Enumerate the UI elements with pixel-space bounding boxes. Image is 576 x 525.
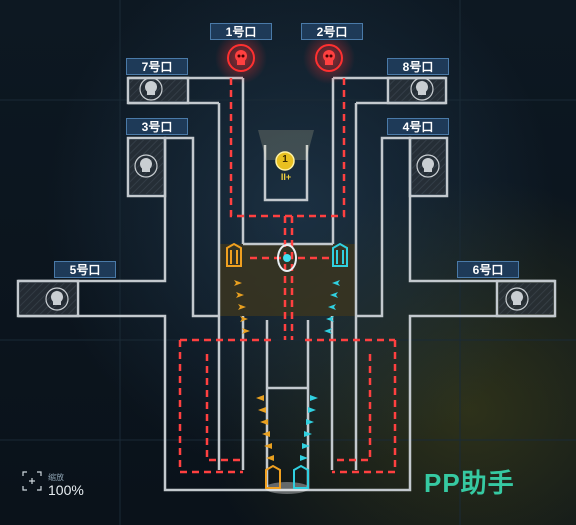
gate-label-4: 4号口: [387, 118, 449, 135]
gate-label-7: 7号口: [126, 58, 188, 75]
enemy-skull-icon-3: [140, 158, 152, 172]
gate-label-1: 1号口: [210, 23, 272, 40]
objective-glow: [258, 130, 314, 160]
enemy-skull-icon-6: [511, 291, 523, 305]
base-operators-icon: [265, 464, 309, 494]
enemy-skull-icon-8: [416, 81, 428, 95]
enemy-skull-icon-5: [51, 291, 63, 305]
gold-operator-icon: [226, 242, 242, 267]
gate-label-6: 6号口: [457, 261, 519, 278]
gate-label-3: 3号口: [126, 118, 188, 135]
gate-label-2: 2号口: [301, 23, 363, 40]
objective-icon: [275, 151, 295, 171]
enemy-skull-icon-4: [422, 158, 434, 172]
brand-watermark: PP助手: [424, 468, 515, 498]
zoom-label: 缩放: [48, 473, 64, 482]
objective-sub: II+: [280, 172, 292, 182]
enemy-skull-icon-2: [315, 44, 343, 72]
enemy-skull-icon-7: [145, 81, 157, 95]
skull-rings: [45, 77, 529, 311]
gate-label-5: 5号口: [54, 261, 116, 278]
target-marker-icon: [277, 244, 297, 272]
zoom-crosshair-icon: [22, 471, 42, 491]
danger-routes: [178, 78, 397, 474]
grey-skull-icons: [51, 81, 523, 305]
corridor-walls: [16, 76, 557, 492]
gold-route-arrows: [234, 280, 274, 461]
cyan-operator-icon: [332, 242, 348, 267]
cyan-route-arrows: [300, 280, 340, 461]
objective-number: 1: [282, 154, 288, 165]
gate-label-8: 8号口: [387, 58, 449, 75]
zoom-value[interactable]: 100%: [48, 482, 84, 498]
enemy-skull-icon-1: [227, 44, 255, 72]
